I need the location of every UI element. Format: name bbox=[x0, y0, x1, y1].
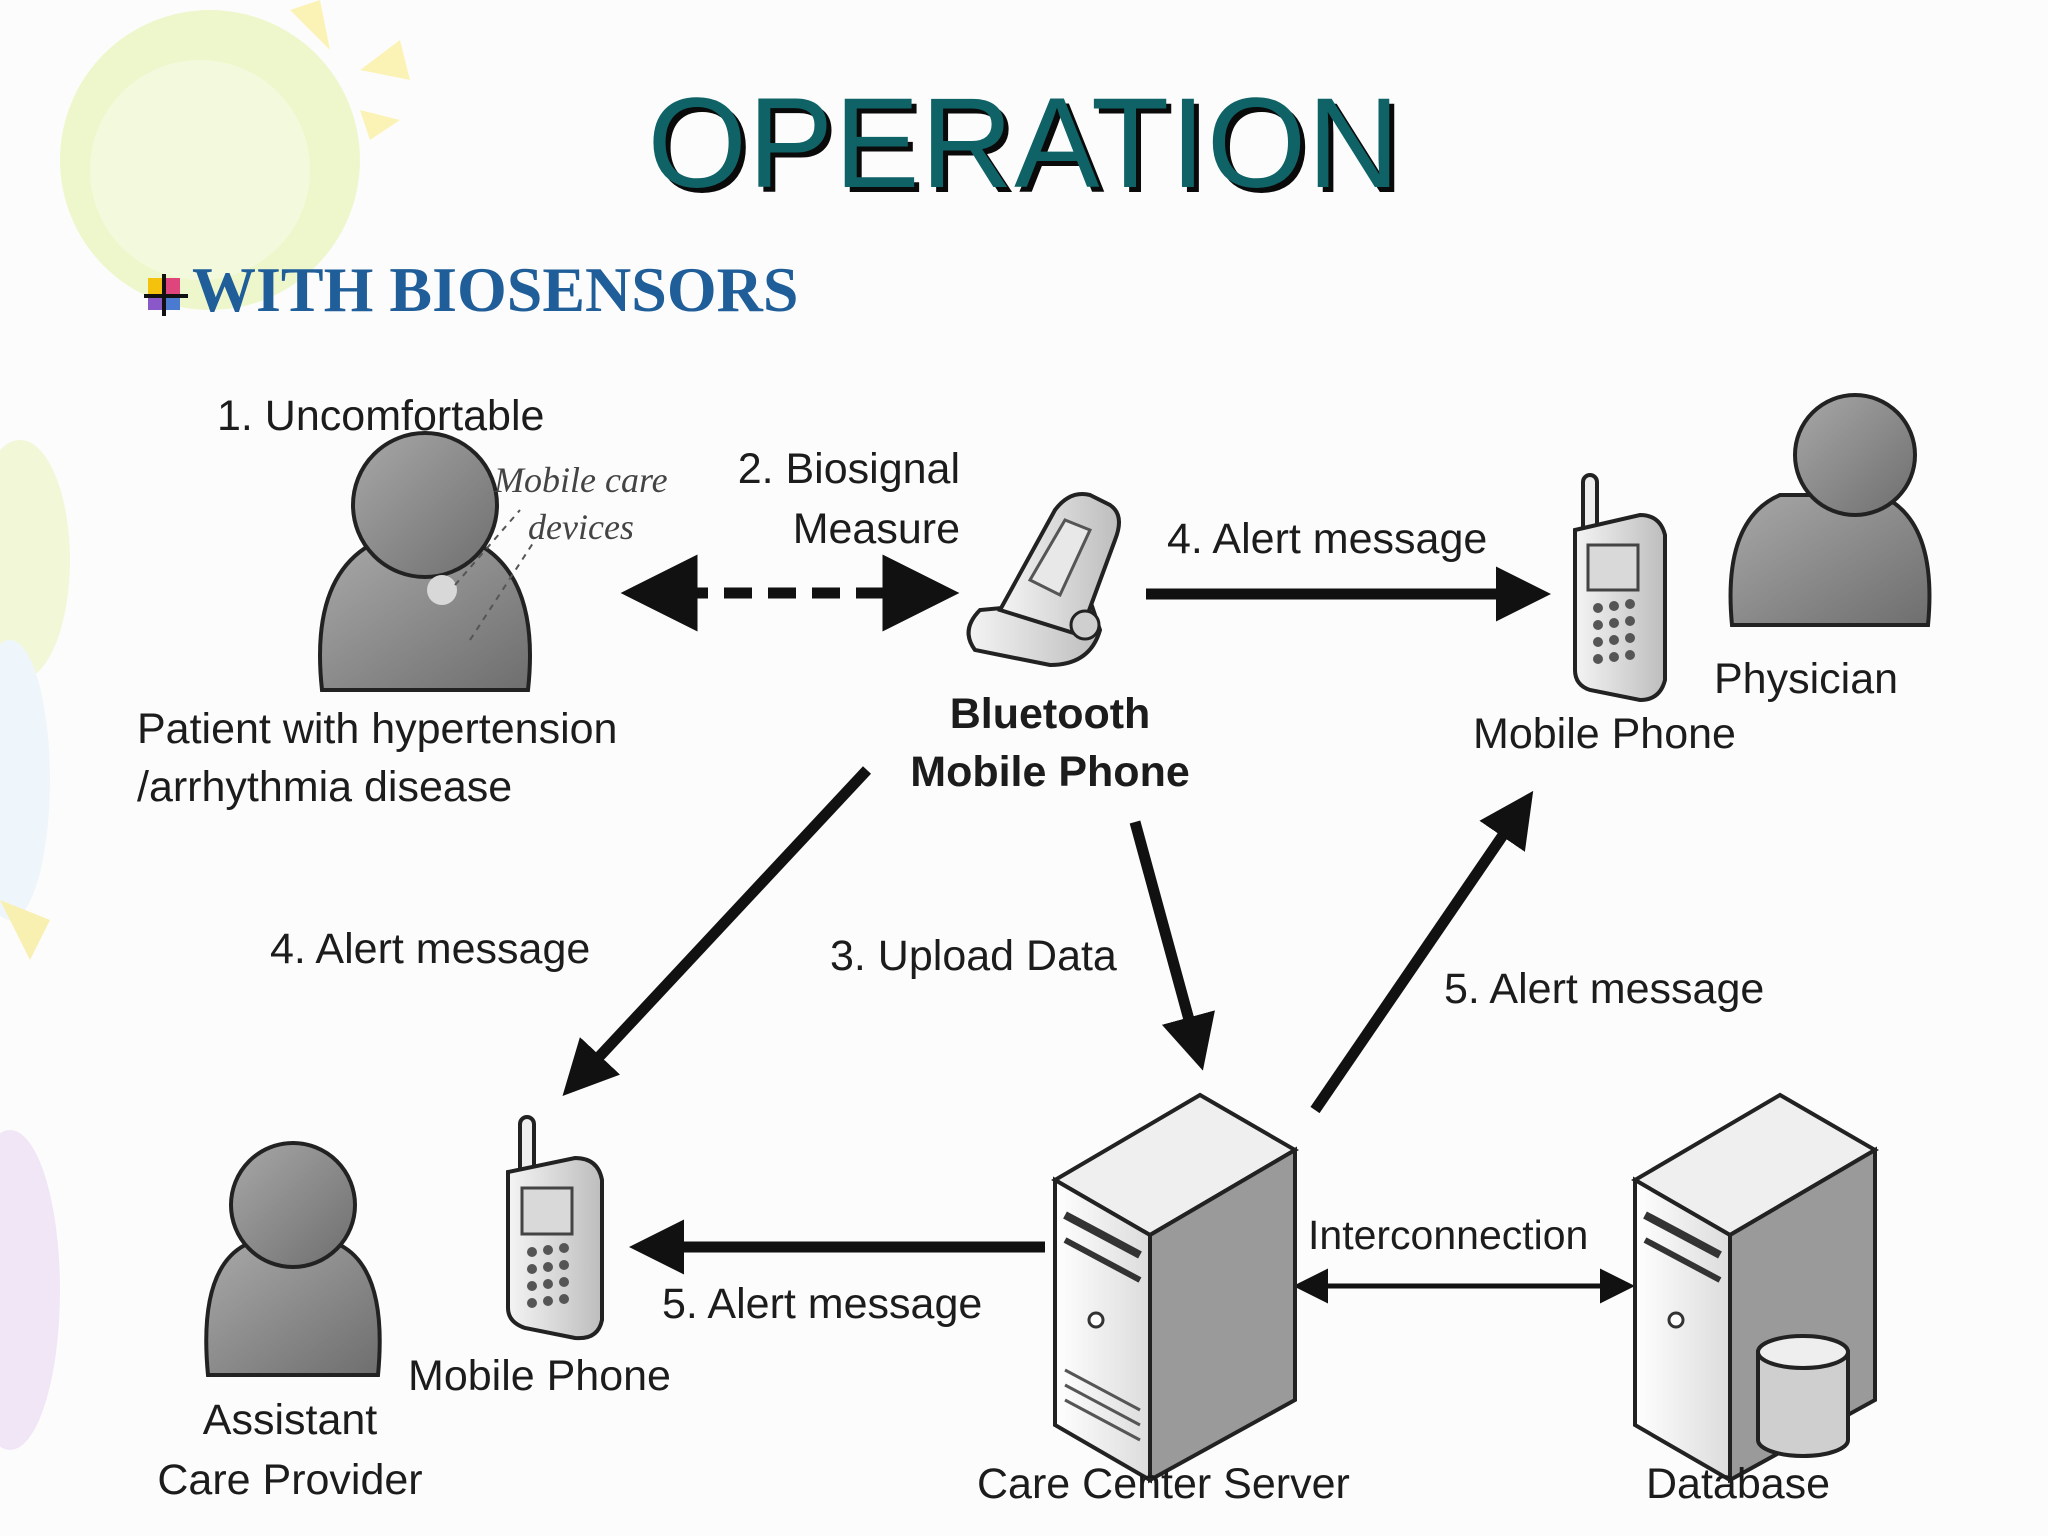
bluetooth-phone-label-1: Bluetooth bbox=[949, 690, 1151, 738]
patient-caption-1: Patient with hypertension bbox=[137, 705, 618, 753]
physician-icon bbox=[1728, 393, 1932, 627]
server-alert-to-physician-label: 5. Alert message bbox=[1444, 965, 1765, 1013]
database-icon bbox=[1631, 1092, 1879, 1484]
interconnection-label: Interconnection bbox=[1308, 1212, 1589, 1258]
bluetooth-phone-icon bbox=[966, 492, 1121, 668]
server-icon bbox=[1051, 1092, 1299, 1484]
deco-sun-ray bbox=[360, 110, 400, 140]
assistant-label-1: Assistant bbox=[202, 1396, 378, 1444]
bluetooth-phone-label-2: Mobile Phone bbox=[910, 748, 1190, 796]
deco-sun-ray bbox=[290, 0, 330, 50]
deco-blue-blob bbox=[0, 640, 50, 920]
assistant-label-2: Care Provider bbox=[157, 1456, 423, 1504]
server-label: Care Center Server bbox=[977, 1460, 1350, 1508]
deco-purple-blob bbox=[0, 1130, 60, 1450]
alert-arrow-to-assistant bbox=[562, 766, 872, 1097]
server-alert-arrow-to-physician bbox=[1310, 790, 1534, 1114]
biosignal-label-1: 2. Biosignal bbox=[737, 445, 960, 493]
mobile-care-devices-label-1: Mobile care bbox=[494, 460, 668, 500]
assistant-phone-icon bbox=[506, 1115, 604, 1341]
slide-title: OPERATION bbox=[647, 72, 1401, 215]
bullet-text: WITH BIOSENSORS bbox=[192, 254, 799, 325]
assistant-phone-label: Mobile Phone bbox=[408, 1352, 671, 1400]
database-cylinder-icon bbox=[1756, 1334, 1850, 1458]
deco-sun-ray bbox=[360, 40, 410, 80]
deco-yellow-shape bbox=[0, 900, 50, 960]
mobile-care-devices-label-2: devices bbox=[528, 507, 634, 547]
deco-green-circle-inner bbox=[90, 60, 310, 280]
server-alert-to-assistant-label: 5. Alert message bbox=[662, 1280, 983, 1328]
bullet-icon bbox=[144, 274, 188, 316]
physician-label: Physician bbox=[1714, 655, 1899, 703]
step-uncomfortable-label: 1. Uncomfortable bbox=[217, 392, 545, 440]
assistant-icon bbox=[204, 1141, 382, 1377]
database-label: Database bbox=[1646, 1460, 1831, 1508]
physician-phone-label: Mobile Phone bbox=[1473, 710, 1736, 758]
mobile-care-device-icon bbox=[427, 575, 457, 605]
patient-caption-2: /arrhythmia disease bbox=[137, 763, 513, 811]
patient-icon bbox=[318, 431, 536, 692]
biosignal-label-2: Measure bbox=[792, 505, 960, 553]
upload-data-label: 3. Upload Data bbox=[830, 932, 1117, 980]
upload-arrow bbox=[1129, 820, 1215, 1071]
deco-green-blob bbox=[0, 440, 70, 680]
alert-to-physician-label: 4. Alert message bbox=[1167, 515, 1488, 563]
physician-phone-icon bbox=[1573, 473, 1667, 703]
alert-to-assistant-label: 4. Alert message bbox=[270, 925, 591, 973]
